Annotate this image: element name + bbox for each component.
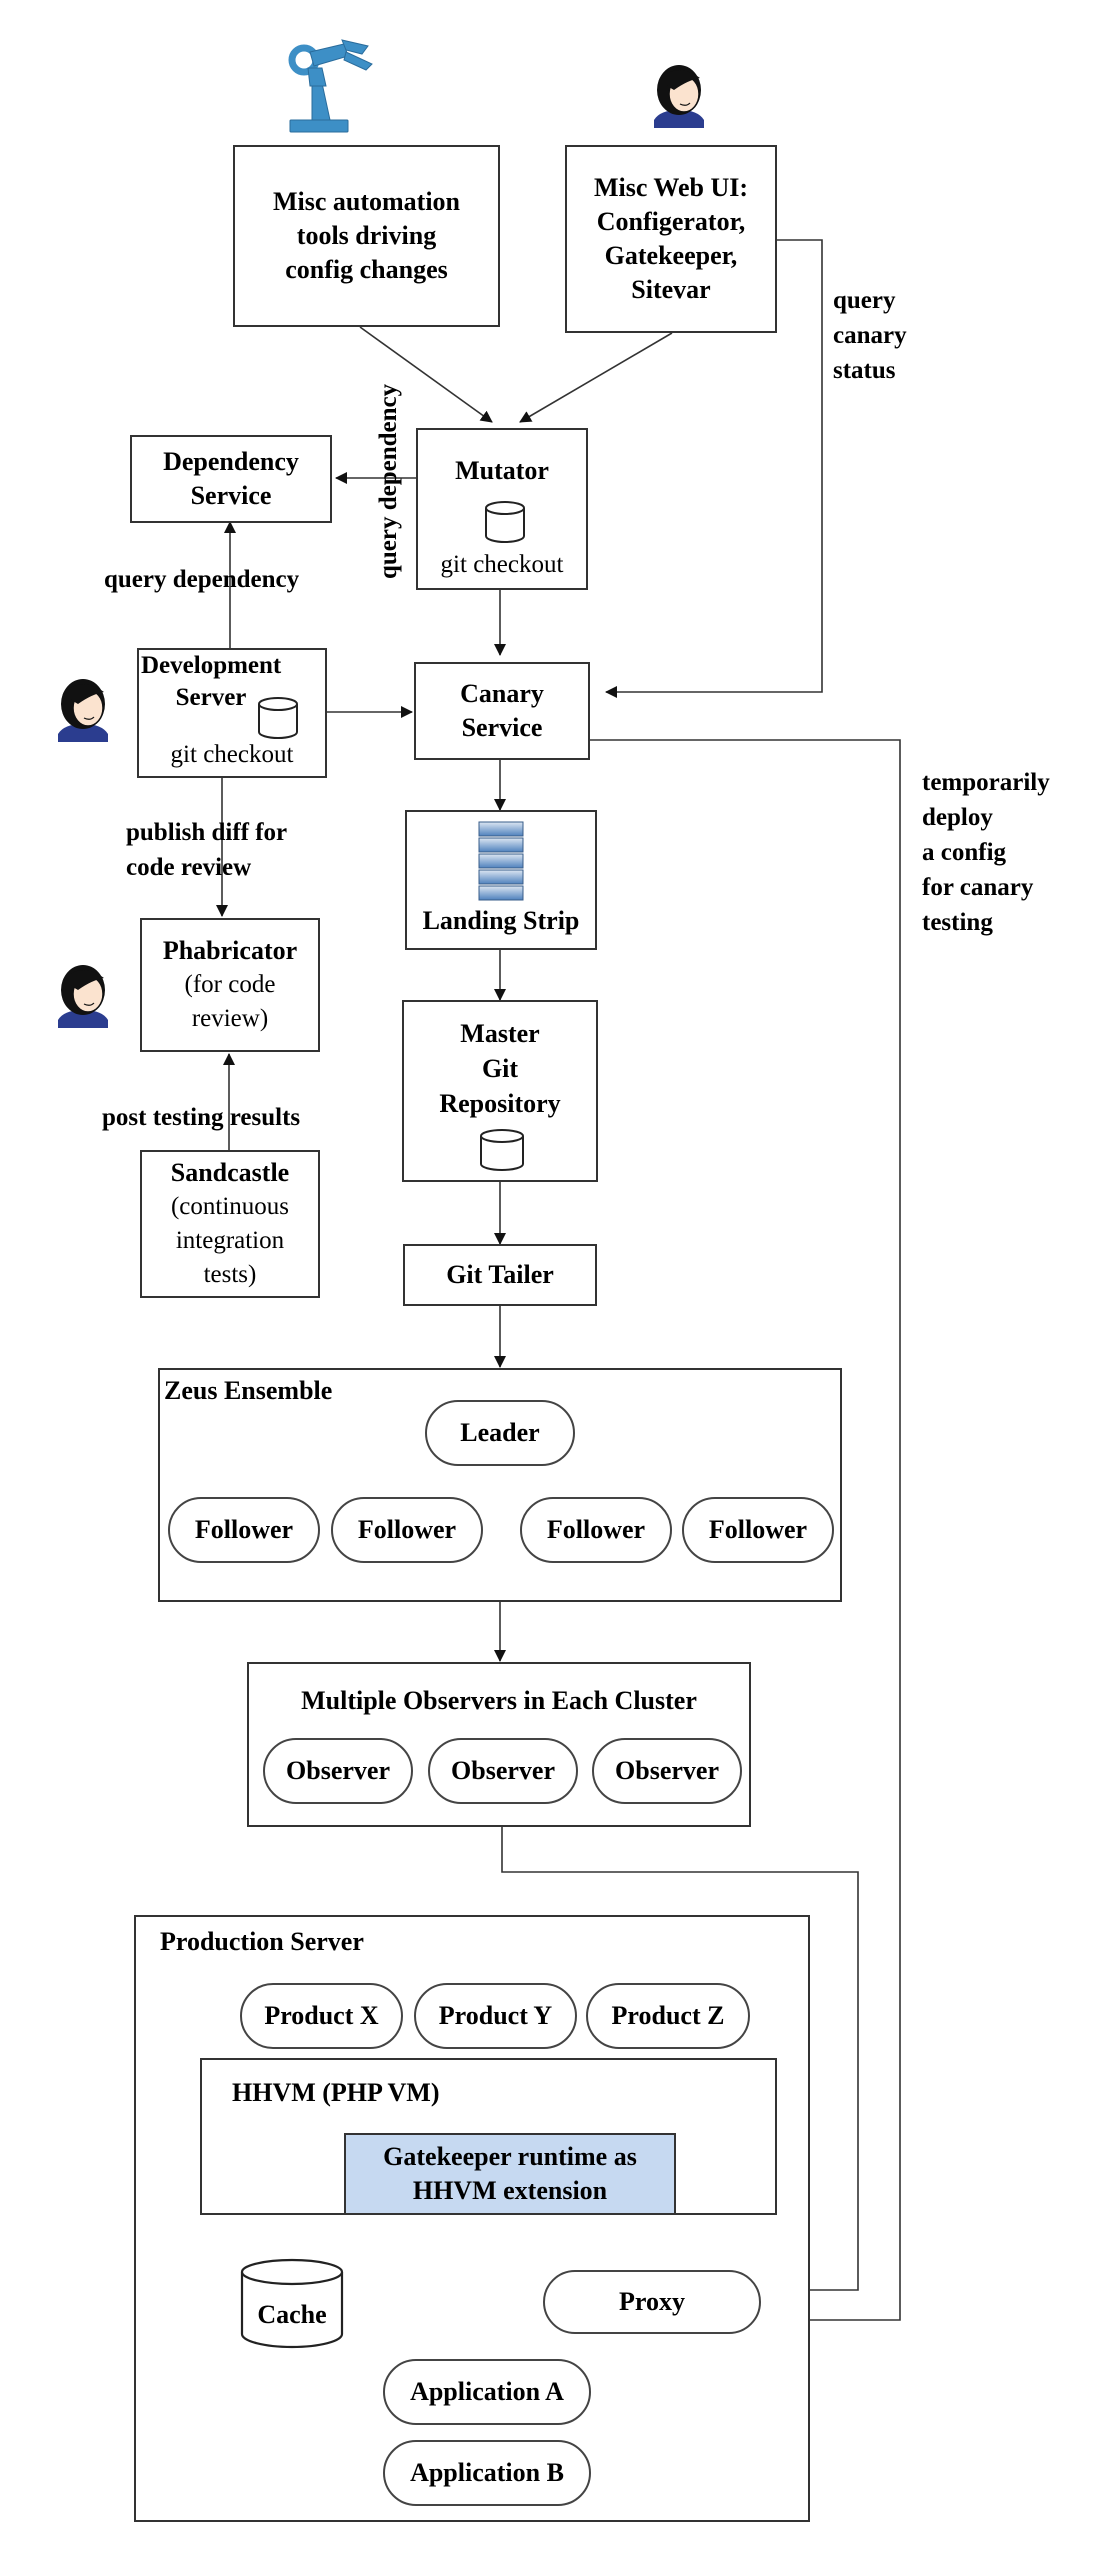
follower-node: Follower	[520, 1497, 672, 1563]
follower-node: Follower	[168, 1497, 320, 1563]
robot-arm-icon	[288, 39, 373, 133]
product-z-node: Product Z	[586, 1983, 750, 2049]
cache-label: Cache	[257, 2300, 327, 2329]
cache-node: Cache	[240, 2258, 344, 2350]
mutator-node: Mutator git checkout	[416, 428, 588, 590]
zeus-title: Zeus Ensemble	[164, 1376, 333, 1405]
sandcastle-title: Sandcastle	[170, 1158, 290, 1187]
mutator-title: Mutator	[455, 456, 549, 485]
devserver-title: Development Server	[141, 652, 282, 711]
application-a-node: Application A	[383, 2359, 591, 2425]
follower-node: Follower	[682, 1497, 834, 1563]
phabricator-title: Phabricator	[162, 936, 298, 965]
product-x-node: Product X	[240, 1983, 403, 2049]
development-server-node: Development Server git checkout	[137, 648, 327, 778]
web-ui-node: Misc Web UI: Configerator, Gatekeeper, S…	[565, 145, 777, 333]
database-icon	[480, 1129, 524, 1171]
gatekeeper-runtime-node: Gatekeeper runtime as HHVM extension	[344, 2133, 676, 2215]
master-git-node: Master Git Repository	[402, 1000, 598, 1182]
proxy-node: Proxy	[543, 2270, 761, 2334]
edge-canary-proxy	[588, 739, 901, 2326]
publish-diff-label: publish diff for code review	[126, 819, 288, 881]
master-git-label: Master Git Repository	[439, 1019, 561, 1118]
landing-strip-node: Landing Strip	[405, 810, 597, 950]
canary-service-node: Canary Service	[414, 662, 590, 760]
devserver-subtitle: git checkout	[170, 741, 294, 768]
application-b-node: Application B	[383, 2440, 591, 2506]
person-icon	[654, 65, 704, 128]
sandcastle-subtitle: (continuous integration tests)	[170, 1193, 290, 1288]
git-tailer-node: Git Tailer	[403, 1244, 597, 1306]
edge-automation-mutator	[359, 326, 493, 423]
sandcastle-node: Sandcastle (continuous integration tests…	[140, 1150, 320, 1298]
product-y-node: Product Y	[414, 1983, 577, 2049]
edge-observers-proxy	[501, 1827, 859, 2296]
leader-node: Leader	[425, 1400, 575, 1466]
database-icon	[258, 697, 298, 739]
landing-strip-label: Landing Strip	[422, 906, 580, 935]
mutator-subtitle: git checkout	[440, 551, 564, 578]
database-icon	[485, 501, 525, 543]
query-dependency-vertical-label: query dependency	[375, 383, 402, 579]
follower-node: Follower	[331, 1497, 483, 1563]
query-dependency-label: query dependency	[104, 566, 300, 593]
observer-node: Observer	[428, 1738, 578, 1804]
observer-node: Observer	[263, 1738, 413, 1804]
edge-webui-mutator	[519, 332, 673, 423]
post-testing-label: post testing results	[102, 1104, 301, 1131]
phabricator-subtitle: (for code review)	[184, 971, 276, 1032]
production-title: Production Server	[160, 1927, 364, 1956]
person-icon	[58, 965, 108, 1028]
person-icon	[58, 679, 108, 742]
edge-webui-canary	[605, 239, 823, 698]
hhvm-title: HHVM (PHP VM)	[232, 2078, 440, 2107]
observers-title: Multiple Observers in Each Cluster	[301, 1686, 697, 1715]
query-canary-status-label: query canary status	[833, 287, 907, 384]
dependency-service-node: Dependency Service	[130, 435, 332, 523]
temporarily-deploy-label: temporarily deploy a config for canary t…	[922, 769, 1050, 936]
observer-node: Observer	[592, 1738, 742, 1804]
automation-tools-node: Misc automation tools driving config cha…	[233, 145, 500, 327]
phabricator-node: Phabricator (for code review)	[140, 918, 320, 1052]
database-icon	[240, 2258, 344, 2349]
queue-stack-icon	[478, 821, 524, 901]
